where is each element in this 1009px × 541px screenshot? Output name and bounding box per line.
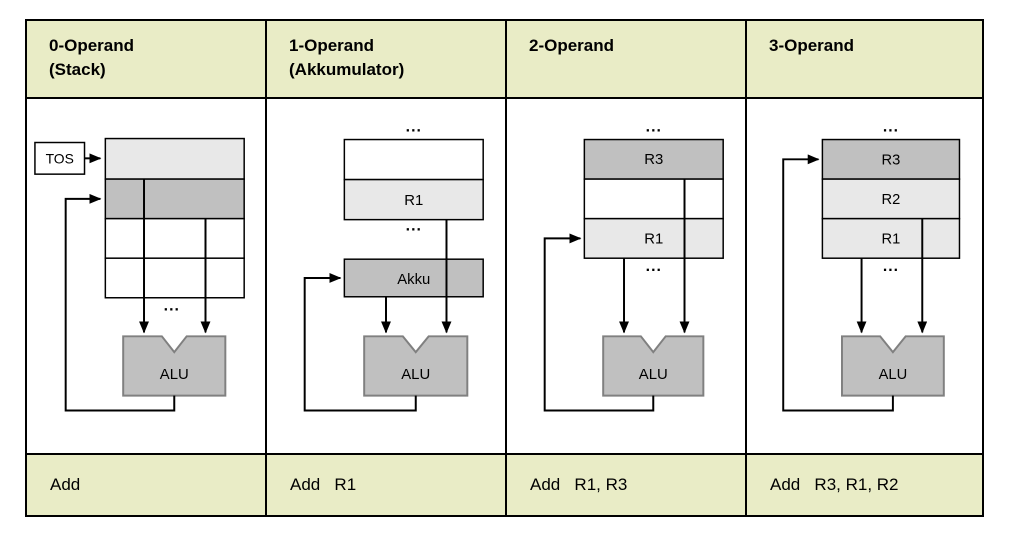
instruction-row-2-operand: Add R1, R3 [507, 453, 747, 515]
instruction-text: Add [50, 475, 81, 494]
result-feedback-arrow [303, 273, 417, 412]
register-label-r2: R2 [882, 192, 901, 208]
column-header-2-operand: 2-Operand [507, 21, 747, 99]
header-line: 2-Operand [529, 36, 615, 55]
stack-cell-empty [104, 257, 245, 299]
alu-label: ALU [639, 367, 668, 383]
result-feedback-arrow [543, 233, 655, 412]
three-operand-architecture-diagram: ... R3 R2 R1 ... ALU [782, 119, 961, 412]
isa-comparison-table: 0-Operand (Stack) 1-Operand (Akkumulator… [25, 19, 984, 517]
header-line: 0-Operand [49, 36, 135, 55]
alu-box [602, 335, 705, 397]
register-cell-empty [583, 178, 724, 220]
header-line: 3-Operand [769, 36, 855, 55]
register-cell-r1 [343, 178, 484, 221]
ellipsis: ... [406, 119, 422, 136]
tos-box [34, 141, 86, 175]
ellipsis: ... [646, 119, 662, 136]
ellipsis: ... [164, 298, 180, 315]
header-line: 1-Operand [289, 36, 375, 55]
instruction-text: Add R3, R1, R2 [770, 475, 899, 494]
register-label-r1: R1 [644, 231, 663, 247]
alu-box [841, 335, 945, 397]
result-feedback-arrow [64, 193, 176, 412]
register-cell-r3 [583, 138, 724, 180]
ellipsis: ... [406, 218, 422, 235]
stack-architecture-diagram: TOS ... ALU [34, 137, 245, 412]
instruction-row-accumulator: Add R1 [267, 453, 507, 515]
instruction-row-3-operand: Add R3, R1, R2 [747, 453, 982, 515]
alu-box [122, 335, 227, 397]
alu-box [363, 335, 469, 397]
stack-cell-second [104, 178, 245, 220]
column-header-3-operand: 3-Operand [747, 21, 982, 99]
instruction-text: Add R1 [290, 475, 357, 494]
alu-label: ALU [160, 367, 189, 383]
accumulator-architecture-diagram: ... R1 ... Akku ALU [303, 119, 484, 412]
register-label-r3: R3 [644, 152, 663, 168]
akku-box [343, 258, 484, 298]
header-line: (Stack) [49, 60, 106, 79]
register-cell-r1 [821, 217, 961, 259]
result-feedback-arrow [782, 154, 894, 412]
ellipsis: ... [646, 258, 662, 275]
register-label-r1: R1 [404, 193, 423, 209]
ellipsis: ... [883, 119, 899, 136]
diagram-cell-stack: TOS ... ALU [27, 99, 267, 453]
column-header-0-operand: 0-Operand (Stack) [27, 21, 267, 99]
register-cell-r2 [821, 178, 961, 220]
tos-label: TOS [46, 150, 74, 166]
column-header-1-operand: 1-Operand (Akkumulator) [267, 21, 507, 99]
instruction-text: Add R1, R3 [530, 475, 628, 494]
stack-cell-empty [104, 217, 245, 259]
akku-label: Akku [397, 272, 430, 288]
diagram-cell-accumulator: ... R1 ... Akku ALU [267, 99, 507, 453]
alu-label: ALU [401, 367, 430, 383]
register-cell-r3 [821, 138, 961, 180]
register-label-r1: R1 [882, 231, 901, 247]
diagram-cell-3-operand: ... R3 R2 R1 ... ALU [747, 99, 982, 453]
register-cell-empty [343, 138, 484, 181]
instruction-row-stack: Add [27, 453, 267, 515]
diagram-cell-2-operand: ... R3 R1 ... ALU [507, 99, 747, 453]
register-cell-r1 [583, 217, 724, 259]
register-label-r3: R3 [882, 152, 901, 168]
two-operand-architecture-diagram: ... R3 R1 ... ALU [543, 119, 724, 412]
alu-label: ALU [879, 367, 908, 383]
header-line: (Akkumulator) [289, 60, 405, 79]
stack-cell-tos [104, 137, 245, 180]
ellipsis: ... [883, 258, 899, 275]
